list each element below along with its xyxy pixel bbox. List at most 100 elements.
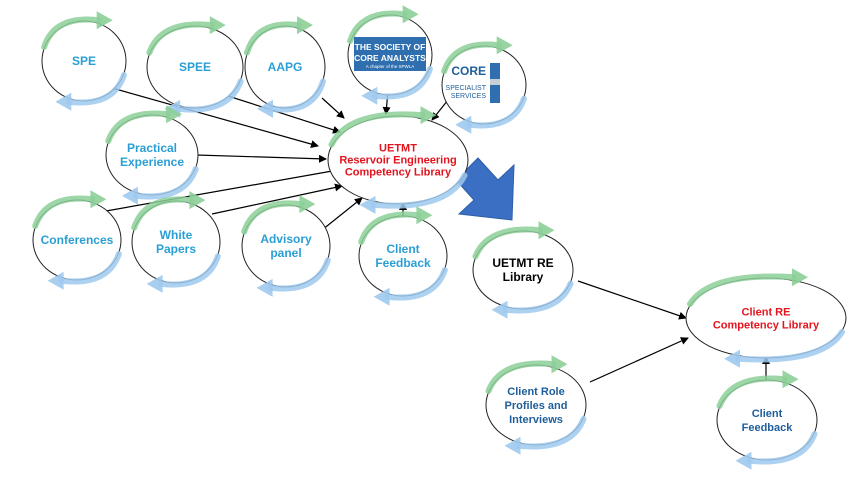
- node-label: White: [160, 228, 193, 242]
- node-spe: SPE: [41, 11, 127, 111]
- blue-cycle-arrow: [267, 257, 331, 292]
- node-label: Library: [503, 270, 544, 284]
- green-cycle-arrow: [441, 41, 502, 75]
- blue-arrowhead-icon: [47, 271, 64, 290]
- green-cycle-arrow: [32, 195, 96, 229]
- green-arrowhead-icon: [209, 16, 226, 35]
- blue-arrowhead-icon: [256, 278, 273, 297]
- blue-cycle-arrow: [58, 251, 122, 285]
- sca-logo-subtext: A chapter of the SPWLA: [366, 64, 415, 69]
- green-arrowhead-icon: [792, 268, 808, 287]
- blue-cycle-arrow: [746, 431, 818, 465]
- green-arrowhead-icon: [402, 5, 419, 24]
- node-label: Client Role: [507, 386, 564, 398]
- green-arrowhead-icon: [96, 11, 113, 30]
- node-label: SPEE: [179, 60, 211, 74]
- green-arrowhead-icon: [416, 206, 433, 225]
- blue-arrowhead-icon: [724, 349, 740, 368]
- green-arrowhead-icon: [189, 191, 206, 210]
- core-logo-text: SPECIALIST: [446, 85, 487, 92]
- blue-cycle-arrow: [502, 280, 574, 314]
- node-label: Feedback: [375, 256, 431, 270]
- node-label: Client RE: [742, 306, 791, 318]
- blue-cycle-arrow: [66, 72, 127, 106]
- green-cycle-arrow: [328, 111, 426, 148]
- green-arrowhead-icon: [90, 190, 107, 209]
- core-logo-stripe-icon: [490, 79, 500, 85]
- green-cycle-arrow: [472, 226, 544, 260]
- node-label: Competency Library: [713, 319, 820, 331]
- node-label: Practical: [127, 141, 177, 155]
- edge-aapg-hub: [321, 97, 345, 119]
- edge-relibrary-clientlibrary: [577, 280, 687, 320]
- edge-core-hub: [431, 99, 449, 121]
- green-cycle-arrow: [485, 360, 557, 394]
- blue-arrowhead-icon: [361, 86, 378, 105]
- green-arrowhead-icon: [551, 355, 568, 374]
- sca-logo-text: CORE ANALYSTS: [354, 53, 426, 63]
- node-label: Profiles and: [505, 400, 568, 412]
- blue-arrowhead-icon: [504, 436, 521, 455]
- green-arrowhead-icon: [420, 106, 437, 125]
- blue-arrowhead-icon: [257, 99, 273, 118]
- node-label: Competency Library: [345, 167, 452, 179]
- blue-arrowhead-icon: [121, 186, 138, 205]
- green-arrowhead-icon: [538, 221, 555, 240]
- green-cycle-arrow: [105, 110, 172, 144]
- green-cycle-arrow: [358, 211, 422, 245]
- blue-cycle-arrow: [175, 78, 244, 113]
- blue-cycle-arrow: [157, 253, 221, 288]
- node-label: Client: [752, 408, 783, 420]
- blue-arrowhead-icon: [55, 92, 72, 111]
- blue-cycle-arrow: [372, 66, 433, 100]
- blue-cycle-arrow: [132, 166, 199, 200]
- node-label: Experience: [120, 155, 184, 169]
- edge-advisory-hub: [321, 197, 363, 231]
- node-label: Interviews: [509, 414, 563, 426]
- node-conferences: Conferences: [32, 190, 122, 290]
- edge-whitepapers-hub: [211, 183, 343, 215]
- blue-cycle-arrow: [466, 95, 527, 129]
- node-label: Advisory: [260, 232, 312, 246]
- blue-cycle-arrow: [370, 172, 468, 209]
- edge-roleprofiles-clientlibrary: [589, 337, 689, 383]
- edge-practical-hub: [195, 154, 327, 163]
- green-cycle-arrow: [347, 10, 408, 44]
- green-arrowhead-icon: [496, 36, 513, 55]
- green-cycle-arrow: [41, 16, 102, 50]
- blue-cycle-arrow: [735, 329, 845, 363]
- green-cycle-arrow: [131, 196, 195, 231]
- node-label: UETMT RE: [492, 256, 553, 270]
- blue-cycle-arrow: [515, 416, 587, 450]
- edge-spee-hub: [227, 95, 341, 134]
- edge-spe-hub: [111, 87, 319, 148]
- node-label: Reservoir Engineering: [339, 155, 456, 167]
- node-aapg: AAPG: [244, 16, 326, 118]
- core-logo-text: SERVICES: [451, 93, 487, 100]
- blue-cycle-arrow: [384, 267, 448, 301]
- sca-logo-text: THE SOCIETY OF: [355, 42, 426, 52]
- green-cycle-arrow: [687, 273, 797, 307]
- connector-arrows: [105, 87, 770, 383]
- blue-cycle-arrow: [268, 78, 326, 113]
- blue-arrowhead-icon: [359, 195, 376, 214]
- blue-arrowhead-icon: [455, 115, 472, 134]
- blue-arrowhead-icon: [491, 300, 508, 319]
- edge-conferences-hub: [105, 167, 339, 212]
- node-label: panel: [270, 246, 301, 260]
- green-arrowhead-icon: [782, 370, 799, 389]
- node-label: Client: [386, 242, 419, 256]
- node-spee: SPEE: [146, 16, 244, 118]
- node-label: UETMT: [379, 143, 417, 155]
